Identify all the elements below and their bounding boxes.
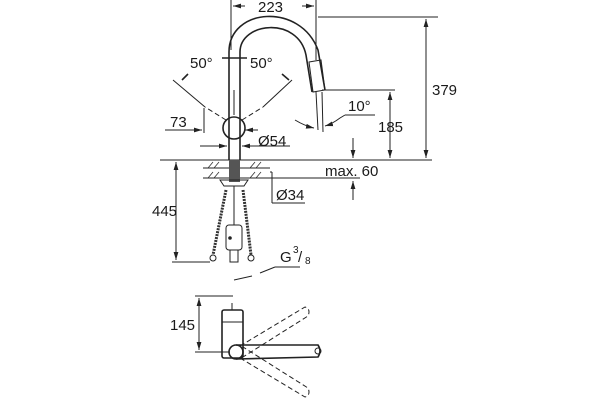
dim-lever-offset: 73: [170, 114, 187, 131]
dim-hose-length: 445: [152, 203, 177, 220]
dim-deck-thickness: max. 60: [325, 163, 378, 180]
dim-lever-angle-right: 50°: [250, 55, 273, 72]
dim-body-diameter: Ø54: [258, 133, 286, 150]
dim-total-height: 379: [432, 82, 457, 99]
side-elevation-view: [160, 0, 438, 281]
faucet-body-top: [221, 309, 244, 359]
dim-hole-diameter: Ø34: [276, 187, 304, 204]
lever-joint: [222, 116, 246, 140]
mounting-bolt: [229, 160, 240, 182]
svg-text:/: /: [298, 249, 303, 266]
dim-lever-angle-left: 50°: [190, 55, 213, 72]
top-view: [195, 295, 322, 398]
deck-hatching: [207, 161, 262, 179]
spout-top: [235, 344, 321, 360]
dim-thread-num: 3: [293, 245, 299, 256]
dim-thread-prefix: G: [280, 249, 292, 266]
dim-outlet-height: 185: [378, 119, 403, 136]
dim-spout-tilt: 10°: [348, 98, 371, 115]
dim-thread-den: 8: [305, 256, 311, 267]
spout-inner-curve: [239, 26, 313, 93]
dim-top-depth: 145: [170, 317, 195, 334]
supply-hoses: [209, 186, 255, 263]
spout-outer-curve: [228, 15, 326, 91]
dim-spout-reach: 223: [258, 0, 283, 16]
